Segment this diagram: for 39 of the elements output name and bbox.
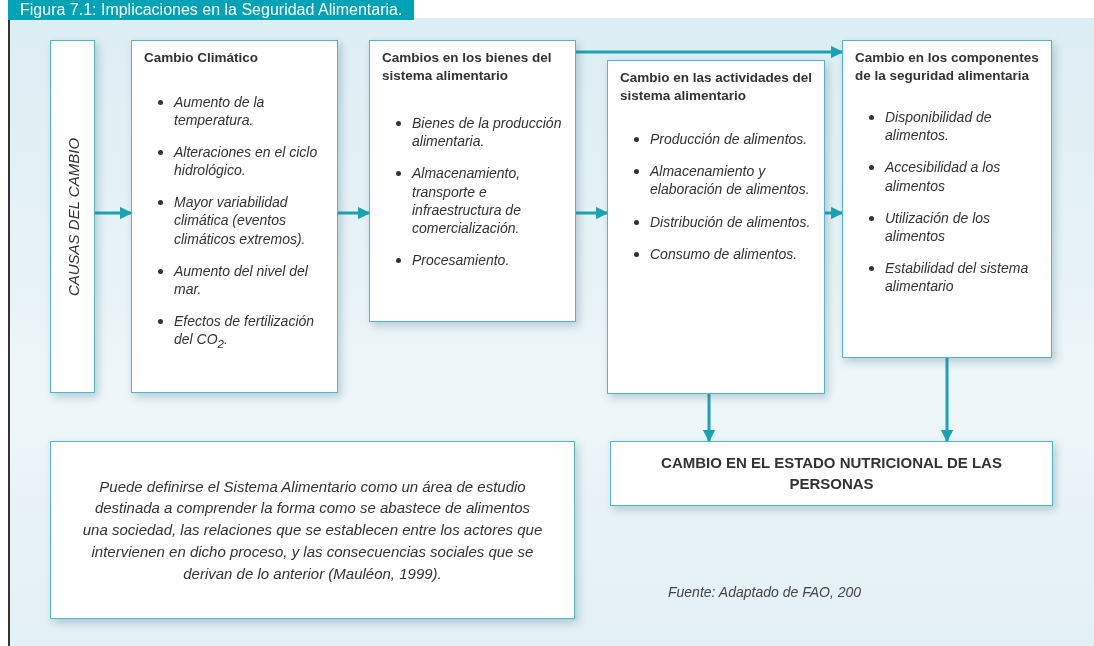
figure-title: Figura 7.1: Implicaciones en la Seguridad Alimentaria. xyxy=(8,0,415,20)
bullet-item: Aumento de la temperatura. xyxy=(174,93,265,128)
bullet-item: Almacenamiento, transporte e infraestructura de comercialización. xyxy=(412,165,521,237)
process-box xyxy=(369,40,576,322)
bullet-item: Estabilidad del sistema alimentario xyxy=(885,260,1029,295)
process-box xyxy=(131,40,338,393)
node-heading: Cambio en los componentes de la seguridad alimentaria xyxy=(855,49,1040,85)
bullet-item: Disponibilidad de alimentos. xyxy=(885,109,992,144)
process-box xyxy=(842,40,1052,358)
node-heading: Cambio en las actividades del sistema alimentario xyxy=(620,69,814,105)
vertical-label-box xyxy=(50,40,95,393)
bullet-item: Distribución de alimentos. xyxy=(650,213,811,230)
bullet-item: Mayor variabilidad climática (eventos climáticos extremos). xyxy=(174,194,306,247)
bullet-item: Aumento del nivel del mar. xyxy=(174,262,308,298)
arrow xyxy=(576,206,609,220)
node-heading: Cambios en los bienes del sistema alimentario xyxy=(382,49,553,85)
process-box xyxy=(607,60,825,394)
process-box xyxy=(610,441,1053,506)
bullet-item: Procesamiento. xyxy=(412,252,510,269)
node-label: CAMBIO EN EL ESTADO NUTRICIONAL DE LAS PERSONAS xyxy=(660,453,1003,494)
bullet-item: Almacenamiento y elaboración de alimentos. xyxy=(650,163,810,198)
arrow xyxy=(940,358,954,443)
bullet-item: Accesibilidad a los alimentos xyxy=(885,159,1001,194)
node-heading: Cambio Climático xyxy=(144,49,260,67)
arrow xyxy=(576,45,844,59)
node-label: CAUSAS DEL CAMBIO xyxy=(64,137,81,296)
bullet-item: Bienes de la producción alimentaria. xyxy=(412,115,562,150)
bullet-item: Alteraciones en el ciclo hidrológico. xyxy=(174,143,318,179)
bullet-item: Efectos de fertilización del CO$_{2}$. xyxy=(174,313,315,348)
source-note: Fuente: Adaptado de FAO, 200 xyxy=(668,584,862,600)
bullet-item: Producción de alimentos. xyxy=(650,131,808,148)
arrow xyxy=(825,206,844,220)
bullet-item: Utilización de los alimentos xyxy=(885,209,991,245)
bullet-item: Consumo de alimentos. xyxy=(650,245,798,262)
arrow xyxy=(702,394,716,443)
arrow xyxy=(338,206,371,220)
note-text: Puede definirse el Sistema Alimentario como un área de estudio destinada a comprender la forma como se abastece de alimentos una sociedad, las relaciones que se establecen entre los actores que intervienen en dicho proceso, y las consecuencias sociales que se derivan de lo anterior (Mauléon, 1999). xyxy=(81,476,544,584)
note-box xyxy=(50,441,575,619)
arrow xyxy=(95,206,133,220)
